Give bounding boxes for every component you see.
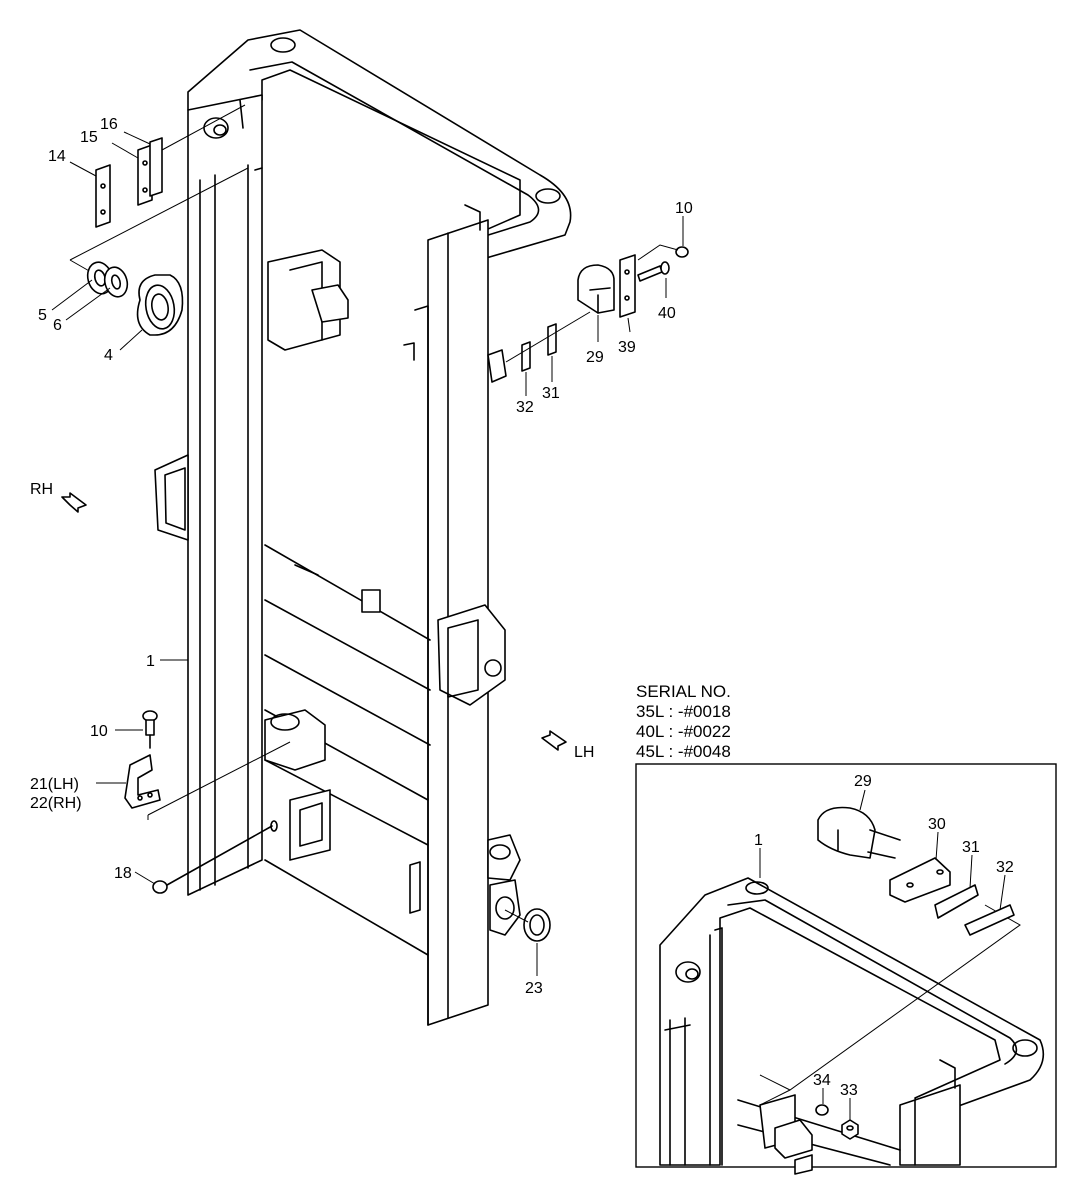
nut-10-top (675, 246, 689, 258)
callout-5: 5 (38, 307, 47, 324)
callout-31-inset: 31 (962, 839, 980, 856)
inset-nut-33 (841, 1119, 859, 1140)
leader-plates (69, 104, 249, 261)
callout-16: 16 (100, 116, 118, 133)
rh-arrow-icon (61, 492, 87, 513)
callout-22-rh: 22(RH) (30, 795, 82, 812)
serial-line-45l: 45L : -#0048 (636, 742, 731, 761)
callout-10-low: 10 (90, 723, 108, 740)
inset-mast-frame (659, 877, 1045, 1166)
inset-shim-32 (964, 904, 1015, 936)
callout-40: 40 (658, 305, 676, 322)
inset-washer-34 (815, 1104, 829, 1116)
callout-31-top: 31 (542, 385, 560, 402)
serial-line-35l: 35L : -#0018 (636, 702, 731, 721)
inset-box (635, 763, 1057, 1168)
bolt-10-low (142, 710, 158, 749)
direction-rh: RH (30, 481, 53, 498)
block-top (487, 349, 507, 383)
callout-10-top: 10 (675, 200, 693, 217)
callout-29-top: 29 (586, 349, 604, 366)
callout-32-top: 32 (516, 399, 534, 416)
callout-39: 39 (618, 339, 636, 356)
inset-clamp-29 (817, 806, 901, 859)
callout-34: 34 (813, 1072, 831, 1089)
outer-mast-frame (154, 29, 572, 1026)
inset-block-30 (889, 857, 951, 903)
washer-6 (103, 266, 129, 298)
callout-15: 15 (80, 129, 98, 146)
callout-leaders (51, 131, 684, 976)
inset-leaders (759, 789, 1006, 1120)
callout-1-inset: 1 (754, 832, 763, 849)
callout-30: 30 (928, 816, 946, 833)
bolt-40 (637, 261, 670, 282)
direction-lh: LH (574, 744, 594, 761)
callout-4: 4 (104, 347, 113, 364)
lh-arrow-icon (541, 730, 567, 751)
callout-33: 33 (840, 1082, 858, 1099)
callout-29-inset: 29 (854, 773, 872, 790)
callout-14: 14 (48, 148, 66, 165)
inset-shim-31 (934, 884, 979, 919)
bushing-23 (504, 908, 551, 942)
bracket-39 (619, 254, 636, 318)
callout-21-lh: 21(LH) (30, 776, 79, 793)
callout-6: 6 (53, 317, 62, 334)
bolt-18 (152, 820, 278, 894)
callout-32-inset: 32 (996, 859, 1014, 876)
callout-18: 18 (114, 865, 132, 882)
bracket-21-22 (124, 754, 161, 809)
callout-1-main: 1 (146, 653, 155, 670)
shim-31-top (547, 323, 557, 356)
serial-line-40l: 40L : -#0022 (636, 722, 731, 741)
shim-32-top (521, 341, 531, 372)
clamp-29-top (577, 264, 615, 314)
inset-bracket (759, 1094, 813, 1175)
plate-16 (149, 137, 163, 197)
plate-15 (137, 144, 153, 206)
bearing-4 (136, 274, 184, 336)
callout-23: 23 (525, 980, 543, 997)
plate-14 (95, 164, 111, 228)
serial-title: SERIAL NO. (636, 682, 731, 701)
